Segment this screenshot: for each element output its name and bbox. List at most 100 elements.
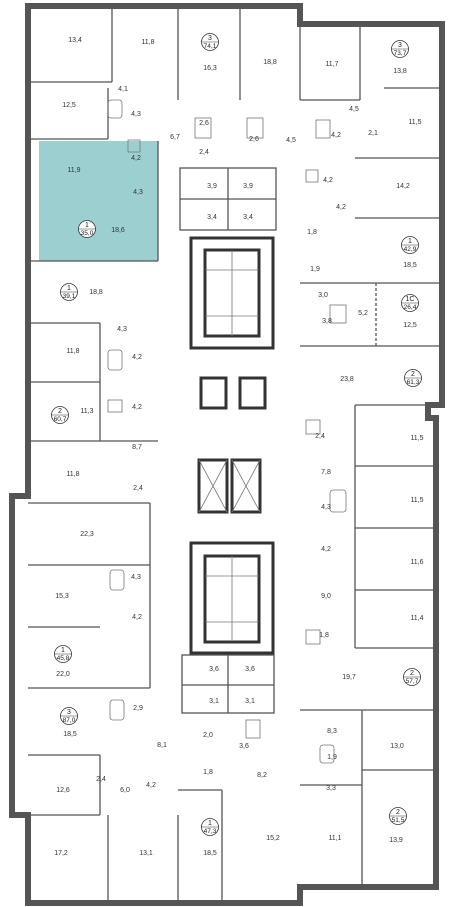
room-label: 8,7 (132, 444, 142, 451)
room-label: 18,6 (111, 227, 125, 234)
room-label: 1,8 (203, 769, 213, 776)
svg-text:1: 1 (408, 238, 412, 245)
room-label: 3,6 (209, 666, 219, 673)
room-label: 3,8 (322, 318, 332, 325)
room-label: 18,8 (89, 289, 103, 296)
room-label: 4,2 (132, 354, 142, 361)
apartment-badges: 3 74,1 3 73,7 1 35,0 1 42,9 1 39,1 (51, 33, 422, 836)
room-label: 1,9 (310, 266, 320, 273)
svg-text:47,3: 47,3 (204, 828, 217, 835)
room-label: 2,4 (96, 776, 106, 783)
room-label: 12,5 (403, 322, 417, 329)
room-label: 2,6 (199, 120, 209, 127)
svg-text:26,4: 26,4 (404, 304, 417, 311)
room-label: 3,1 (245, 698, 255, 705)
apartment-badge[interactable]: 2 60,7 (51, 406, 69, 424)
room-label: 2,6 (249, 136, 259, 143)
room-label: 13,4 (68, 37, 82, 44)
room-label: 3,1 (209, 698, 219, 705)
svg-text:2: 2 (411, 371, 415, 378)
apartment-badge[interactable]: 3 74,1 (201, 33, 219, 51)
room-label: 17,2 (54, 850, 68, 857)
apartment-badge[interactable]: 1 35,0 (78, 220, 96, 238)
room-label: 12,6 (56, 787, 70, 794)
room-label: 6,7 (170, 134, 180, 141)
room-label: 2,4 (199, 149, 209, 156)
room-label: 18,8 (263, 59, 277, 66)
svg-text:45,8: 45,8 (57, 655, 70, 662)
svg-text:3: 3 (67, 709, 71, 716)
room-label: 13,8 (393, 68, 407, 75)
room-label: 3,4 (207, 214, 217, 221)
room-label: 16,3 (203, 65, 217, 72)
room-label: 11,5 (410, 497, 423, 504)
room-label: 9,0 (321, 593, 331, 600)
apartment-badge[interactable]: 1 42,9 (401, 236, 419, 254)
svg-text:2: 2 (410, 670, 414, 677)
room-label: 4,3 (117, 326, 127, 333)
svg-text:61,3: 61,3 (407, 379, 420, 386)
left-walls (28, 6, 241, 903)
highlighted-apartment[interactable] (39, 141, 158, 261)
room-label: 13,0 (390, 743, 404, 750)
room-label: 5,2 (358, 310, 368, 317)
apartment-badge[interactable]: 1 47,3 (201, 818, 219, 836)
room-label: 11,8 (141, 39, 154, 46)
room-label: 14,2 (396, 183, 410, 190)
room-label: 4,3 (133, 189, 143, 196)
apartment-badge[interactable]: 1С 26,4 (401, 294, 419, 312)
bathroom-fixtures (107, 99, 347, 764)
apartment-badge[interactable]: 3 87,0 (60, 707, 78, 725)
room-label: 8,3 (327, 728, 337, 735)
room-label: 8,1 (157, 742, 167, 749)
room-label: 4,2 (336, 204, 346, 211)
central-core (179, 167, 277, 714)
apartment-badge[interactable]: 2 61,3 (404, 369, 422, 387)
apartment-badge[interactable]: 2 51,5 (389, 807, 407, 825)
room-label: 3,3 (326, 785, 336, 792)
room-label: 11,9 (67, 167, 80, 174)
room-label: 11,5 (410, 435, 423, 442)
room-label: 11,8 (66, 471, 79, 478)
room-label: 2,1 (368, 130, 378, 137)
svg-text:35,0: 35,0 (81, 230, 94, 237)
svg-text:1С: 1С (406, 296, 415, 303)
room-label: 4,2 (321, 546, 331, 553)
svg-text:60,7: 60,7 (54, 416, 67, 423)
room-label: 15,2 (266, 835, 280, 842)
room-label: 15,3 (55, 593, 69, 600)
room-label: 4,2 (132, 614, 142, 621)
room-label: 2,0 (203, 732, 213, 739)
room-label: 4,2 (331, 132, 341, 139)
room-labels: 13,4 11,8 16,3 18,8 11,7 13,8 4,1 12,5 4… (54, 37, 423, 857)
svg-text:1: 1 (61, 647, 65, 654)
room-label: 3,4 (243, 214, 253, 221)
room-label: 12,5 (62, 102, 76, 109)
svg-text:3: 3 (208, 35, 212, 42)
room-label: 11,3 (80, 408, 93, 415)
building-outline (9, 3, 445, 906)
apartment-badge[interactable]: 1 39,1 (60, 283, 78, 301)
room-label: 3,9 (207, 183, 217, 190)
apartment-badge[interactable]: 3 73,7 (391, 40, 409, 58)
right-walls (299, 24, 442, 887)
room-label: 23,8 (340, 376, 354, 383)
svg-text:2: 2 (396, 809, 400, 816)
apartment-badge[interactable]: 1 45,8 (54, 645, 72, 663)
room-label: 18,5 (63, 731, 77, 738)
room-label: 4,3 (131, 574, 141, 581)
room-label: 11,7 (325, 61, 338, 68)
room-label: 19,7 (342, 674, 356, 681)
room-label: 3,6 (239, 743, 249, 750)
room-label: 22,0 (56, 671, 70, 678)
svg-text:51,5: 51,5 (392, 817, 405, 824)
room-label: 11,4 (410, 615, 423, 622)
apartment-badge[interactable]: 2 57,7 (403, 668, 421, 686)
room-label: 4,2 (132, 404, 142, 411)
room-label: 2,9 (133, 705, 143, 712)
svg-text:73,7: 73,7 (394, 50, 407, 57)
room-label: 3,9 (243, 183, 253, 190)
room-label: 2,4 (133, 485, 143, 492)
room-label: 4,5 (349, 106, 359, 113)
